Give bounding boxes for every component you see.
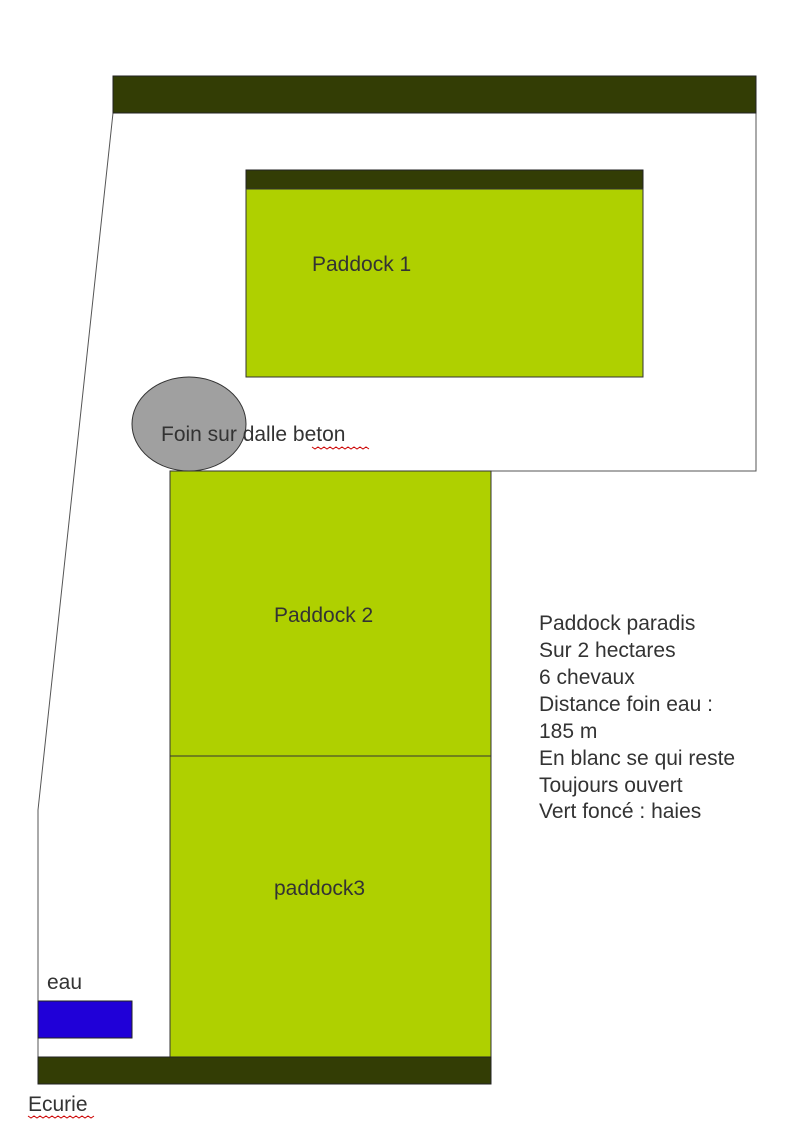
bottom-hedge	[37, 1056, 492, 1085]
water-label: eau	[47, 971, 82, 994]
hay-label: Foin sur dalle beton	[161, 423, 345, 446]
paddock1-hedge	[245, 169, 644, 190]
note-line: Vert foncé : haies	[539, 800, 701, 823]
spellcheck-underline	[311, 446, 370, 450]
paddock3	[169, 755, 492, 1058]
note-line: Paddock paradis	[539, 612, 695, 635]
paddock2	[169, 470, 492, 757]
paddock1	[245, 188, 644, 378]
stable-label: Ecurie	[28, 1093, 88, 1116]
note-line: En blanc se qui reste	[539, 747, 735, 770]
paddock3-label: paddock3	[274, 877, 365, 900]
paddock1-label: Paddock 1	[312, 253, 411, 276]
note-line: Sur 2 hectares	[539, 639, 676, 662]
note-line: Toujours ouvert	[539, 774, 683, 797]
spellcheck-underline	[27, 1115, 95, 1119]
paddock2-label: Paddock 2	[274, 604, 373, 627]
note-line: 185 m	[539, 720, 597, 743]
water-trough	[37, 1000, 133, 1039]
note-line: 6 chevaux	[539, 666, 635, 689]
note-line: Distance foin eau :	[539, 693, 713, 716]
top-hedge	[112, 75, 757, 114]
notes-block: Paddock paradis Sur 2 hectares 6 chevaux…	[539, 612, 735, 823]
